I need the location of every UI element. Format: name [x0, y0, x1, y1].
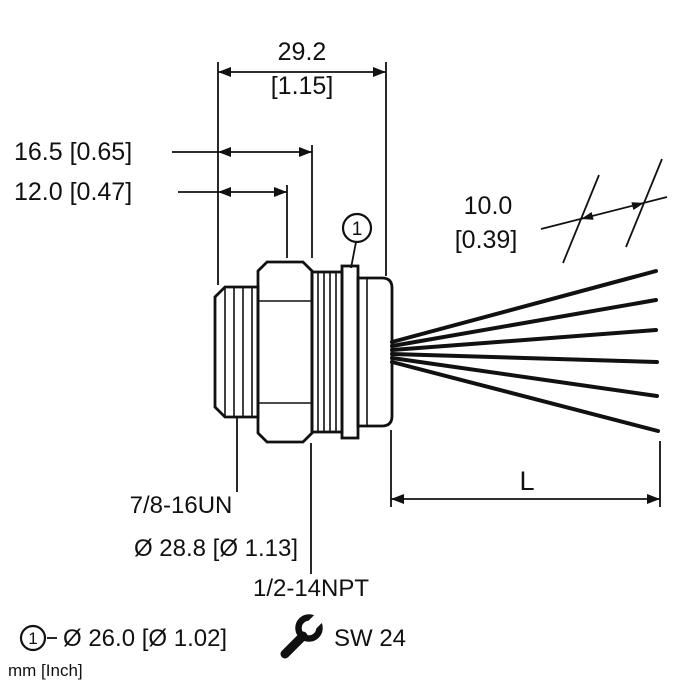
legend-balloon-number: 1	[28, 629, 37, 648]
dim-strip-inch: [0.39]	[455, 226, 518, 254]
legend-balloon-circle	[19, 624, 47, 652]
arrowhead-right	[631, 202, 644, 210]
units-note: mm [Inch]	[8, 661, 83, 680]
wire-bundle	[390, 269, 660, 433]
rear-thread-section	[310, 270, 344, 434]
dimension-16-5: 16.5 [0.65]	[14, 138, 313, 258]
thread-labels: 7/8-16UN Ø 28.8 [Ø 1.13] 1/2-14NPT	[130, 418, 369, 602]
connector-body	[213, 260, 394, 444]
front-body	[356, 276, 394, 428]
arrowhead-left	[391, 494, 404, 504]
balloon-number: 1	[352, 219, 363, 240]
arrowhead-left	[581, 212, 594, 220]
dimension-12-0: 12.0 [0.47]	[14, 178, 288, 258]
arrowhead-right	[274, 187, 287, 197]
dim-overall-inch: [1.15]	[271, 72, 334, 100]
wire-6	[390, 360, 660, 433]
balloon-circle	[341, 212, 373, 244]
arrowhead-right	[647, 494, 660, 504]
arrowhead-left	[218, 187, 231, 197]
dimension-length: L	[390, 430, 661, 507]
dimension-wire-strip: 10.0 [0.39]	[455, 158, 668, 264]
rear-thread-label: 1/2-14NPT	[253, 575, 369, 602]
dim-12-0-text: 12.0 [0.47]	[14, 178, 132, 206]
wire-5	[390, 356, 659, 398]
legend-row: 1 Ø 26.0 [Ø 1.02] SW 24	[19, 609, 406, 659]
dim-overall-mm: 29.2	[278, 38, 327, 66]
wrench-size-label: SW 24	[334, 625, 406, 652]
wire-3	[390, 328, 658, 352]
arrowhead-right	[373, 67, 386, 77]
front-thread-section	[213, 285, 260, 419]
dim-line	[540, 196, 668, 230]
arrowhead-left	[218, 147, 231, 157]
wrench-icon	[280, 609, 328, 659]
wire-4	[390, 352, 659, 364]
gasket-diameter-label: Ø 26.0 [Ø 1.02]	[63, 625, 227, 652]
wire-1	[390, 269, 658, 344]
dim-strip-mm: 10.0	[464, 192, 513, 220]
dimension-overall-width: 29.2 [1.15]	[217, 38, 387, 285]
dim-length-label: L	[519, 466, 534, 496]
gasket-ring	[340, 264, 360, 440]
callout-1-balloon: 1	[341, 212, 373, 269]
front-thread-diameter-label: Ø 28.8 [Ø 1.13]	[134, 535, 298, 562]
dim-16-5-text: 16.5 [0.65]	[14, 138, 132, 166]
hex-section	[256, 260, 314, 444]
front-thread-label: 7/8-16UN	[130, 492, 233, 519]
wire-2	[390, 298, 658, 348]
arrowhead-left	[218, 67, 231, 77]
leader-line	[350, 241, 357, 269]
arrowhead-right	[299, 147, 312, 157]
